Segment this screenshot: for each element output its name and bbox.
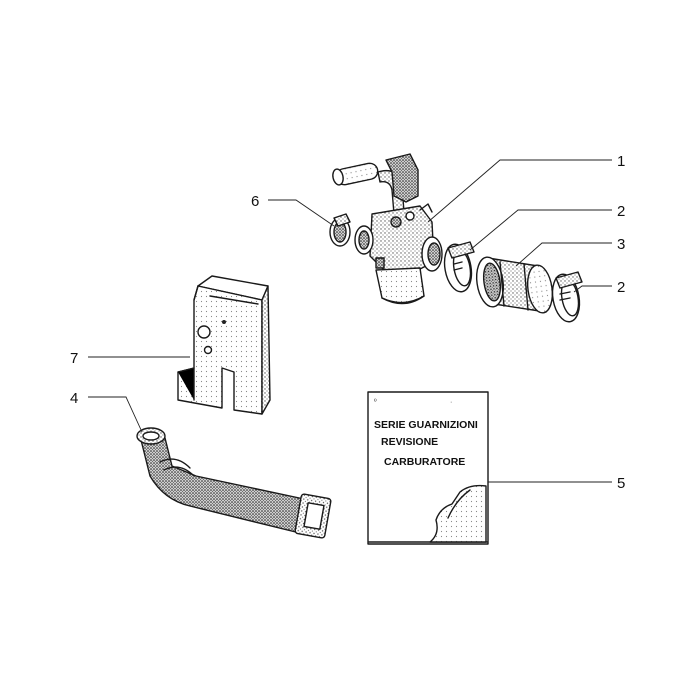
hose-clamp-part-2-inner (443, 241, 475, 293)
kit-card-line-3: CARBURATORE (384, 456, 465, 468)
callout-7: 7 (70, 350, 78, 367)
callout-6: 6 (251, 193, 259, 210)
leader-line-3 (515, 242, 612, 267)
hose-clamp-part-2-outer (551, 271, 583, 323)
callout-2-outer: 2 (617, 279, 625, 296)
mounting-block-part (177, 275, 271, 415)
gasket-kit-card: º · (367, 391, 489, 545)
leader-line-4 (88, 396, 143, 433)
leader-line-1 (427, 159, 612, 223)
intake-pipe-part (136, 427, 332, 539)
callout-2-inner: 2 (617, 203, 625, 220)
callout-1: 1 (617, 153, 625, 170)
leader-line-2b (573, 285, 612, 293)
hose-clamp-part-6 (329, 213, 351, 247)
callout-5: 5 (617, 475, 625, 492)
leader-line-6 (268, 199, 335, 227)
carburetor-part (332, 153, 443, 305)
kit-card-line-2: REVISIONE (381, 436, 438, 448)
callout-4: 4 (70, 390, 78, 407)
intake-sleeve-part (475, 256, 554, 314)
kit-card-corner-mark-left: º (374, 399, 377, 406)
leader-line-2a (469, 209, 612, 251)
kit-card-line-1: SERIE GUARNIZIONI (374, 419, 478, 431)
kit-card-corner-mark-right: · (450, 399, 452, 406)
callout-3: 3 (617, 236, 625, 253)
